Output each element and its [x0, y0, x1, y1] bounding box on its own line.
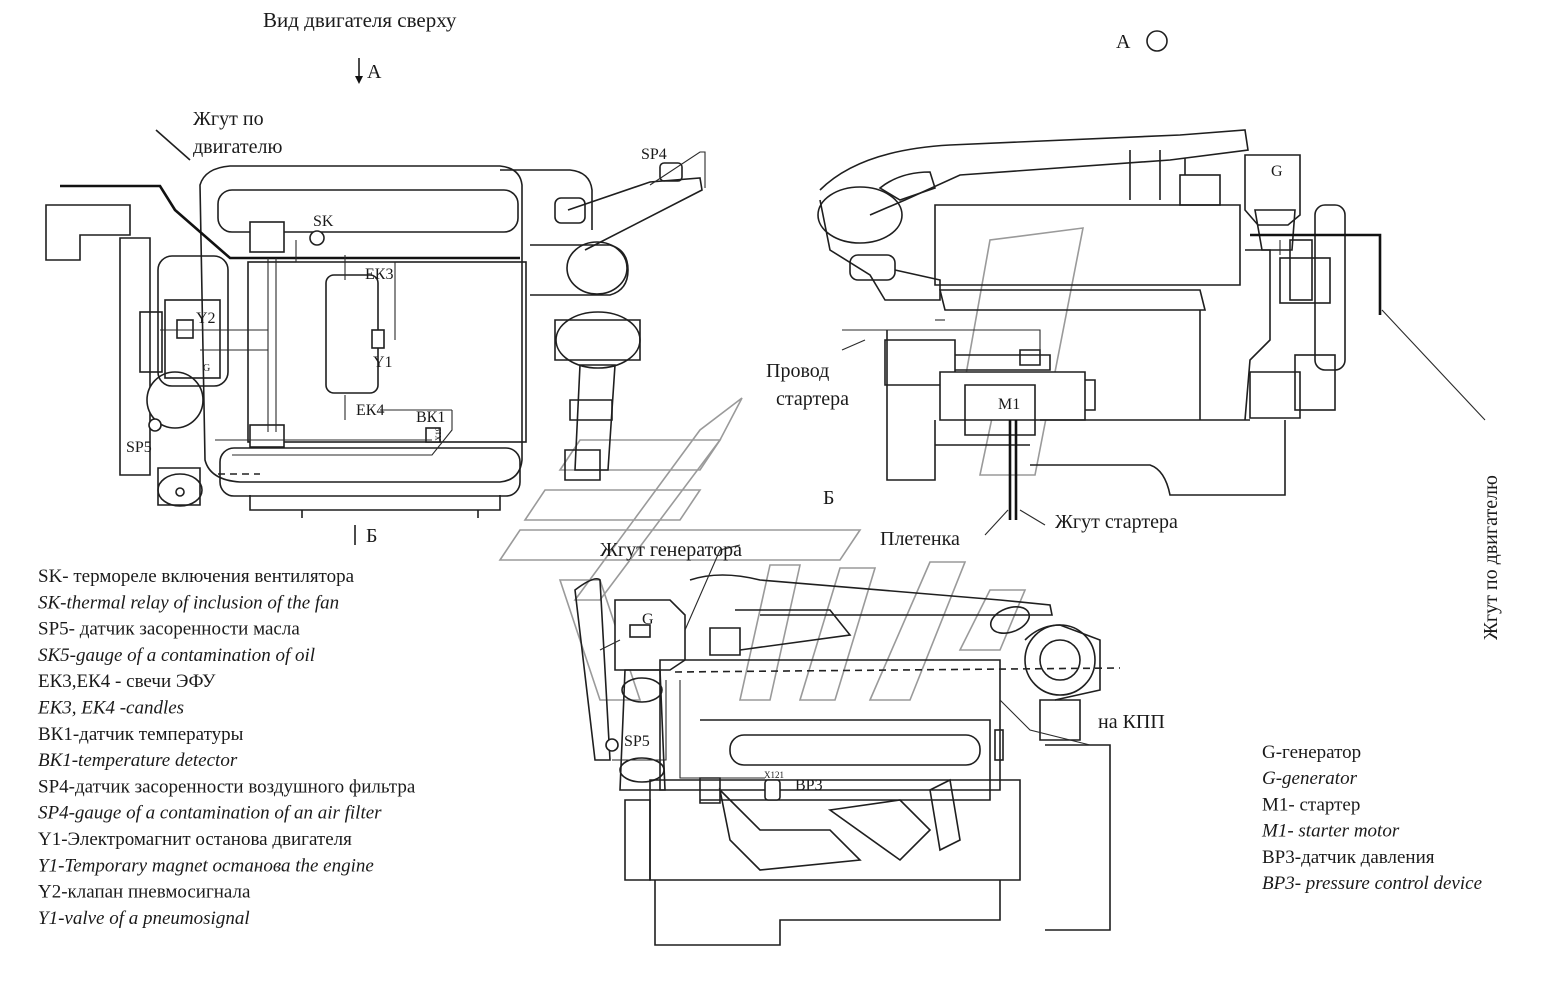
- starter-wire-label-2: стартера: [776, 388, 849, 410]
- view-a-engine: [817, 129, 1346, 496]
- starter-wire-label-1: Провод: [766, 360, 829, 382]
- label-ek3: ЕК3: [365, 266, 393, 283]
- label-sk: SK: [313, 213, 334, 230]
- label-sp5-top: SP5: [126, 439, 152, 456]
- view-b-label: Б: [366, 525, 377, 547]
- view-a-marker-circle: [1146, 30, 1168, 52]
- label-sp5-bottom: SP5: [624, 733, 650, 750]
- legend-left-line-10: Y1-Электромагнит останова двигателя: [38, 829, 352, 850]
- label-x121: X121: [764, 770, 784, 780]
- label-y2: Y2: [196, 310, 216, 327]
- braid-label: Плетенка: [880, 528, 960, 550]
- legend-left-line-2: SP5- датчик засоренности масла: [38, 619, 300, 640]
- legend-right-line-3: M1- starter motor: [1261, 821, 1400, 842]
- generator-harness-label: Жгут генератора: [600, 539, 742, 561]
- legend-right-line-2: M1- стартер: [1262, 794, 1360, 815]
- legend-left-line-8: SP4-датчик засоренности воздушного фильт…: [38, 776, 416, 797]
- legend-right-line-4: BP3-датчик давления: [1262, 847, 1435, 868]
- top-view-engine: [45, 162, 703, 518]
- starter-harness-label: Жгут стартера: [1055, 511, 1178, 533]
- label-y1-top: Y1: [373, 354, 393, 371]
- view-b-marker-label: Б: [823, 487, 834, 509]
- legend-right-line-5: BP3- pressure control device: [1262, 873, 1482, 894]
- legend-left: SK- термореле включения вентилятораSK-th…: [37, 566, 416, 929]
- view-a-marker-label: А: [1116, 31, 1131, 53]
- view-a-harness: [841, 233, 1486, 536]
- legend-left-line-13: Y1-valve of a pneumosignal: [38, 908, 250, 929]
- label-ek4: ЕК4: [356, 402, 384, 419]
- top-view-harness: [60, 129, 706, 475]
- label-m1: M1: [998, 396, 1020, 413]
- label-bp3: BP3: [795, 777, 823, 794]
- legend-right-line-0: G-генератор: [1262, 742, 1361, 763]
- view-b-harness: [599, 544, 1121, 779]
- harness-right-label: Жгут по двигателю: [1480, 475, 1502, 640]
- legend-left-line-4: ЕК3,ЕК4 - свечи ЭФУ: [38, 671, 216, 692]
- label-g-view-a: G: [1271, 163, 1283, 180]
- legend-left-line-1: SK-thermal relay of inclusion of the fan: [38, 592, 339, 613]
- watermark-logo: [498, 227, 1084, 701]
- view-a-arrow: [355, 58, 363, 84]
- label-g-view-b: G: [642, 611, 654, 628]
- legend-left-line-0: SK- термореле включения вентилятора: [38, 566, 355, 587]
- label-g-top: G: [203, 363, 210, 374]
- legend-left-line-11: Y1-Temporary magnet останова the engine: [38, 855, 374, 876]
- diagram-title: Вид двигателя сверху: [263, 8, 457, 32]
- to-gearbox-label: на КПП: [1098, 711, 1165, 733]
- view-b-engine: [574, 574, 1111, 946]
- label-sp4: SP4: [641, 146, 667, 163]
- harness-label-line1: Жгут по: [193, 108, 264, 130]
- legend-left-line-5: ЕК3, ЕК4 -candles: [37, 698, 184, 719]
- view-a-label: А: [367, 61, 382, 83]
- label-x19: X19: [434, 427, 443, 441]
- legend-right-line-1: G-generator: [1262, 768, 1358, 789]
- legend-left-line-9: SP4-gauge of a contamination of an air f…: [38, 803, 382, 824]
- harness-label-line2: двигателю: [193, 136, 282, 158]
- label-bk1: ВК1: [416, 409, 445, 426]
- legend-left-line-3: SK5-gauge of a contamination of oil: [38, 645, 315, 666]
- legend-left-line-12: Y2-клапан пневмосигнала: [38, 882, 251, 903]
- legend-left-line-6: ВК1-датчик температуры: [38, 724, 244, 745]
- legend-left-line-7: ВК1-temperature detector: [38, 750, 238, 771]
